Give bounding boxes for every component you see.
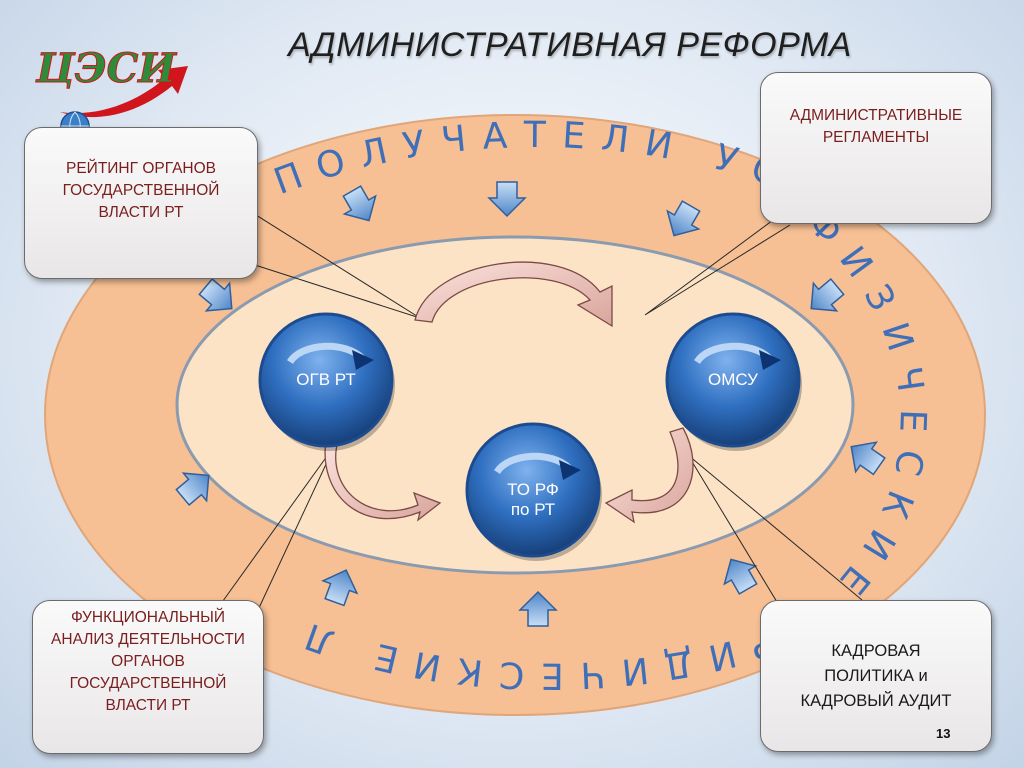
curve-omsu-to-to (604, 427, 694, 524)
node-to-cycle-arrowhead (559, 460, 581, 480)
node-omsu-label: ОМСУ (708, 370, 758, 389)
callout-functional-line-1: ФУНКЦИОНАЛЬНЫЙ (70, 609, 226, 626)
curve-ogv-to-omsu (414, 261, 613, 328)
callout-rating-line-3: ВЛАСТИ РТ (98, 204, 184, 221)
arrow-left-1 (810, 277, 845, 312)
callout-hr-line-2: ПОЛИТИКА и (824, 667, 928, 685)
arrow-down-2 (487, 181, 527, 218)
node-to-label: ТО РФ по РТ (483, 480, 583, 520)
inward-arrows (175, 181, 886, 627)
node-omsu (665, 312, 802, 451)
callout-regulations: АДМИНИСТРАТИВНЫЕ РЕГЛАМЕНТЫ (760, 72, 992, 224)
node-omsu-circle (665, 312, 801, 448)
arrow-up-2 (518, 590, 558, 627)
arrow-up-1 (321, 569, 359, 607)
arrow-down-1 (342, 185, 377, 222)
arrow-right-2 (175, 472, 210, 507)
logo: ЦЭСИ (35, 45, 188, 141)
node-to-label-line-1: ТО РФ (507, 480, 559, 499)
pointer-regulations (644, 199, 801, 316)
callout-functional-line-3: ОРГАНОВ (111, 653, 185, 670)
node-to-circle (465, 422, 601, 558)
node-to (465, 422, 602, 561)
callout-regulations-line-2: РЕГЛАМЕНТЫ (822, 129, 930, 146)
callout-functional-line-2: АНАЛИЗ ДЕЯТЕЛЬНОСТИ (51, 631, 245, 648)
node-ogv (258, 312, 395, 451)
callout-hr-line-3: КАДРОВЫЙ АУДИТ (800, 692, 952, 710)
node-ogv-circle (258, 312, 394, 448)
node-ogv-label: ОГВ РТ (296, 370, 356, 389)
node-to-label-line-2: по РТ (510, 500, 556, 519)
arrow-left-2 (850, 441, 886, 476)
curve-ogv-to-to (324, 439, 442, 522)
callout-functional-line-5: ВЛАСТИ РТ (105, 697, 191, 714)
callout-rating-line-1: РЕЙТИНГ ОРГАНОВ (66, 160, 216, 177)
logo-text: ЦЭСИ (35, 45, 177, 92)
arrow-down-3 (666, 200, 701, 237)
callout-functional: ФУНКЦИОНАЛЬНЫЙ АНАЛИЗ ДЕЯТЕЛЬНОСТИ ОРГАН… (32, 600, 264, 754)
page-number: 13 (936, 726, 951, 741)
callout-rating: РЕЙТИНГ ОРГАНОВ ГОСУДАРСТВЕННОЙ ВЛАСТИ Р… (24, 127, 258, 279)
callout-hr-line-1: КАДРОВАЯ (831, 642, 921, 660)
callout-hr: КАДРОВАЯ ПОЛИТИКА и КАДРОВЫЙ АУДИТ (760, 600, 992, 752)
node-ogv-cycle-arrowhead (352, 350, 374, 370)
logo-swoosh-icon (60, 66, 188, 118)
node-omsu-cycle-arrowhead (759, 350, 781, 370)
arrow-up-3 (723, 558, 758, 595)
arrow-right-1 (198, 277, 233, 312)
connector-arrows (324, 261, 694, 524)
callout-rating-line-2: ГОСУДАРСТВЕННОЙ (62, 182, 220, 199)
page-title: АДМИНИСТРАТИВНАЯ РЕФОРМА (288, 26, 852, 64)
callout-functional-line-4: ГОСУДАРСТВЕННОЙ (69, 675, 227, 692)
callout-regulations-line-1: АДМИНИСТРАТИВНЫЕ (789, 107, 963, 124)
